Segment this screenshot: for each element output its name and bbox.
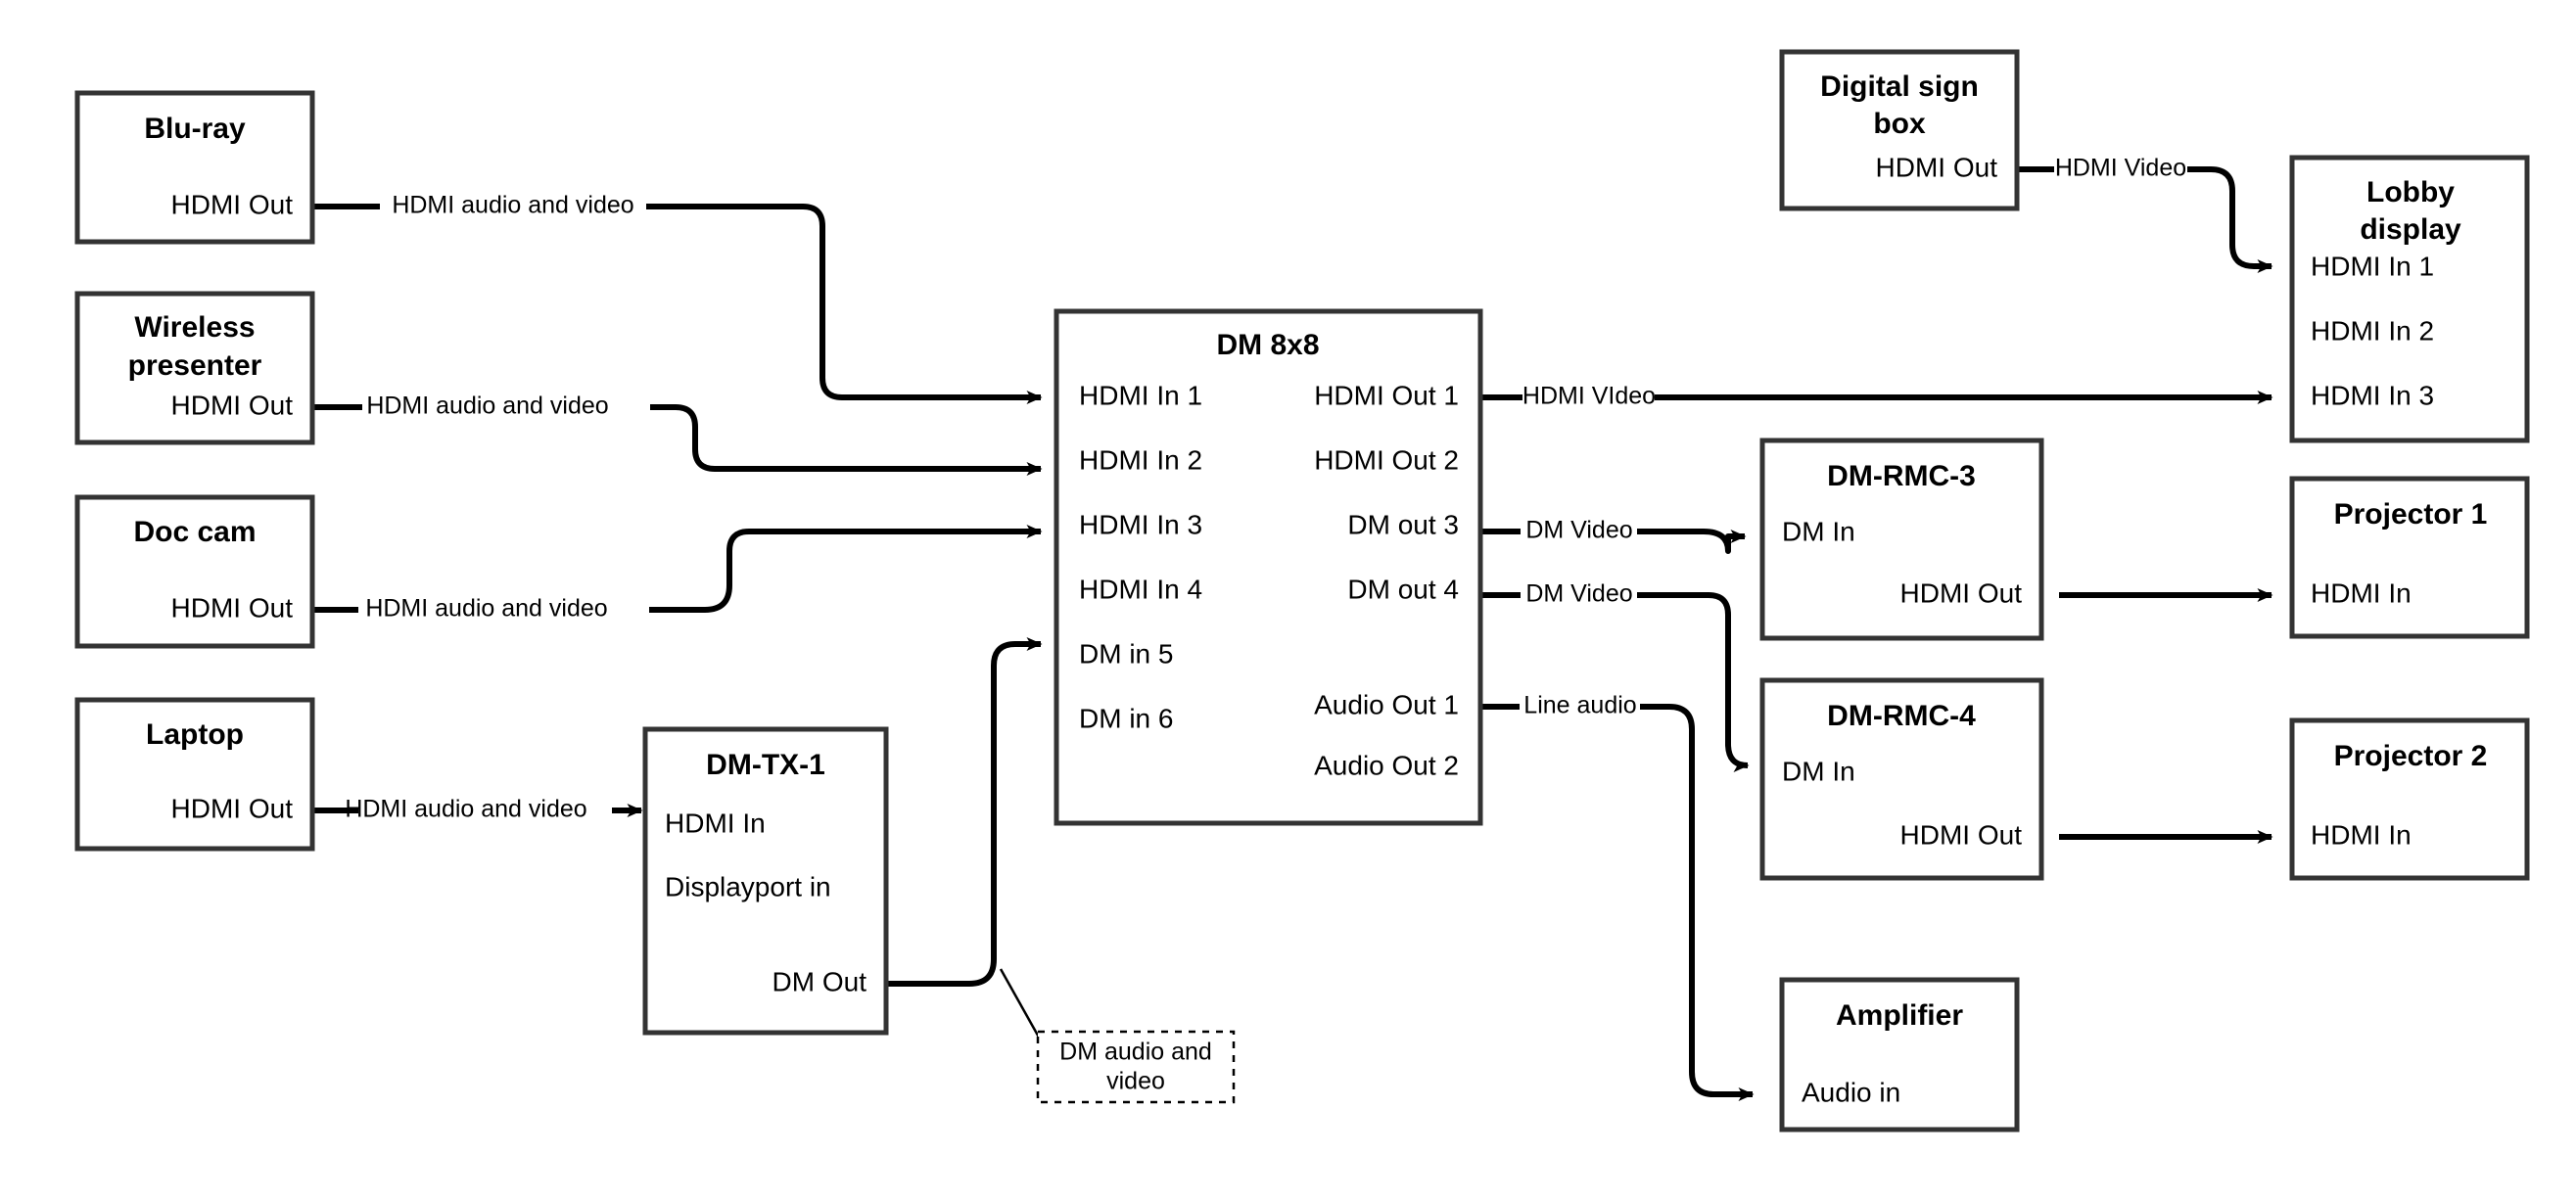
doc-cam-port-hdmi-out: HDMI Out — [171, 592, 294, 623]
dm-8x8-input-3: HDMI In 3 — [1079, 509, 1202, 539]
lobby-display-port-hdmi-in-3: HDMI In 3 — [2311, 380, 2434, 410]
callout-text-line2: video — [1106, 1068, 1165, 1095]
node-dm-rmc-4[interactable]: DM-RMC-4 DM In HDMI Out — [1759, 677, 2044, 881]
wire-label-doccam: HDMI audio and video — [365, 595, 607, 623]
projector-1-port-hdmi-in: HDMI In — [2311, 577, 2412, 608]
lobby-display-title-line2: display — [2360, 213, 2461, 246]
dm-8x8-output-6: Audio Out 2 — [1314, 750, 1459, 780]
amplifier-title: Amplifier — [1836, 999, 1963, 1032]
dm-tx-1-title: DM-TX-1 — [706, 749, 825, 781]
wire-dm-audio1-to-amp — [1480, 704, 1755, 1101]
node-doc-cam[interactable]: Doc cam HDMI Out — [74, 494, 315, 649]
wire-doccam-to-dm-in3 — [312, 525, 1043, 613]
callout-text-line1: DM audio and — [1059, 1039, 1212, 1066]
node-lobby-display[interactable]: Lobby display HDMI In 1 HDMI In 2 HDMI I… — [2289, 155, 2530, 443]
wireless-presenter-title-line2: presenter — [128, 349, 262, 382]
node-digital-sign-box[interactable]: Digital sign box HDMI Out — [1779, 49, 2020, 211]
bluray-title: Blu-ray — [144, 113, 246, 145]
wire-label-dm-video-3: DM Video — [1525, 517, 1632, 544]
dm-rmc-4-port-hdmi-out: HDMI Out — [1900, 819, 2023, 850]
dm-8x8-input-1: HDMI In 1 — [1079, 380, 1202, 410]
node-wireless-presenter[interactable]: Wireless presenter HDMI Out — [74, 291, 315, 445]
wire-label-hdmi-video-out1: HDMI VIdeo — [1522, 383, 1656, 410]
projector-1-title: Projector 1 — [2334, 498, 2488, 531]
node-bluray[interactable]: Blu-ray HDMI Out — [74, 90, 315, 245]
node-dm-rmc-3[interactable]: DM-RMC-3 DM In HDMI Out — [1759, 438, 2044, 641]
dm-8x8-output-4: DM out 4 — [1347, 574, 1459, 604]
bluray-port-hdmi-out: HDMI Out — [171, 189, 294, 219]
lobby-display-port-hdmi-in-2: HDMI In 2 — [2311, 315, 2434, 346]
wire-label-dm-video-4: DM Video — [1525, 580, 1632, 608]
node-dm-tx-1[interactable]: DM-TX-1 HDMI In Displayport in DM Out — [642, 726, 889, 1036]
wire-wireless-to-dm-in2 — [312, 404, 1043, 476]
wire-dmtx-to-dm-in5 — [886, 637, 1053, 1059]
wire-bluray-to-dm-in1 — [312, 204, 1043, 404]
dm-8x8-output-1: HDMI Out 1 — [1314, 380, 1459, 410]
wire-label-bluray: HDMI audio and video — [392, 192, 633, 219]
dm-rmc-3-port-hdmi-out: HDMI Out — [1900, 577, 2023, 608]
dm-tx-1-port-displayport-in: Displayport in — [665, 871, 831, 901]
dm-8x8-input-6: DM in 6 — [1079, 703, 1173, 733]
node-projector-2[interactable]: Projector 2 HDMI In — [2289, 717, 2530, 881]
wire-dm-out4-to-rmc4 — [1480, 592, 1750, 772]
projector-2-port-hdmi-in: HDMI In — [2311, 819, 2412, 850]
dm-8x8-output-5: Audio Out 1 — [1314, 689, 1459, 719]
dm-8x8-title: DM 8x8 — [1216, 329, 1319, 361]
dm-8x8-output-3: DM out 3 — [1347, 509, 1459, 539]
wireless-presenter-port-hdmi-out: HDMI Out — [171, 390, 294, 420]
node-projector-1[interactable]: Projector 1 HDMI In — [2289, 476, 2530, 639]
wire-label-wireless: HDMI audio and video — [366, 393, 608, 420]
dm-8x8-output-2: HDMI Out 2 — [1314, 444, 1459, 475]
doc-cam-title: Doc cam — [133, 516, 256, 548]
digital-sign-box-title-line2: box — [1873, 108, 1926, 140]
wireless-presenter-title-line1: Wireless — [134, 311, 255, 344]
wire-label-line-audio: Line audio — [1523, 692, 1636, 719]
dm-8x8-input-2: HDMI In 2 — [1079, 444, 1202, 475]
dm-rmc-3-port-dm-in: DM In — [1782, 516, 1855, 546]
dm-8x8-input-5: DM in 5 — [1079, 638, 1173, 669]
projector-2-title: Projector 2 — [2334, 740, 2488, 772]
callout-dm-audio-and-video: DM audio and video — [1036, 1030, 1236, 1104]
dm-tx-1-port-hdmi-in: HDMI In — [665, 808, 766, 838]
dm-rmc-3-title: DM-RMC-3 — [1827, 460, 1976, 492]
lobby-display-port-hdmi-in-1: HDMI In 1 — [2311, 251, 2434, 281]
laptop-port-hdmi-out: HDMI Out — [171, 793, 294, 823]
wire-signbox-to-lobby-in1 — [2017, 166, 2273, 273]
node-amplifier[interactable]: Amplifier Audio in — [1779, 977, 2020, 1132]
node-dm-8x8[interactable]: DM 8x8 HDMI In 1 HDMI In 2 HDMI In 3 HDM… — [1054, 308, 1483, 826]
node-laptop[interactable]: Laptop HDMI Out — [74, 697, 315, 852]
wire-label-laptop: HDMI audio and video — [345, 796, 586, 823]
amplifier-port-audio-in: Audio in — [1802, 1077, 1900, 1107]
wire-label-signbox-hdmi-video: HDMI Video — [2055, 155, 2186, 182]
dm-8x8-input-4: HDMI In 4 — [1079, 574, 1202, 604]
lobby-display-title-line1: Lobby — [2366, 176, 2455, 208]
digital-sign-box-port-hdmi-out: HDMI Out — [1876, 152, 1998, 182]
wire-dm-out3-to-rmc3 — [1480, 529, 1747, 554]
dm-tx-1-port-dm-out: DM Out — [773, 966, 867, 996]
laptop-title: Laptop — [146, 718, 244, 751]
digital-sign-box-title-line1: Digital sign — [1820, 70, 1979, 103]
dm-rmc-4-title: DM-RMC-4 — [1827, 700, 1976, 732]
dm-rmc-4-port-dm-in: DM In — [1782, 756, 1855, 786]
